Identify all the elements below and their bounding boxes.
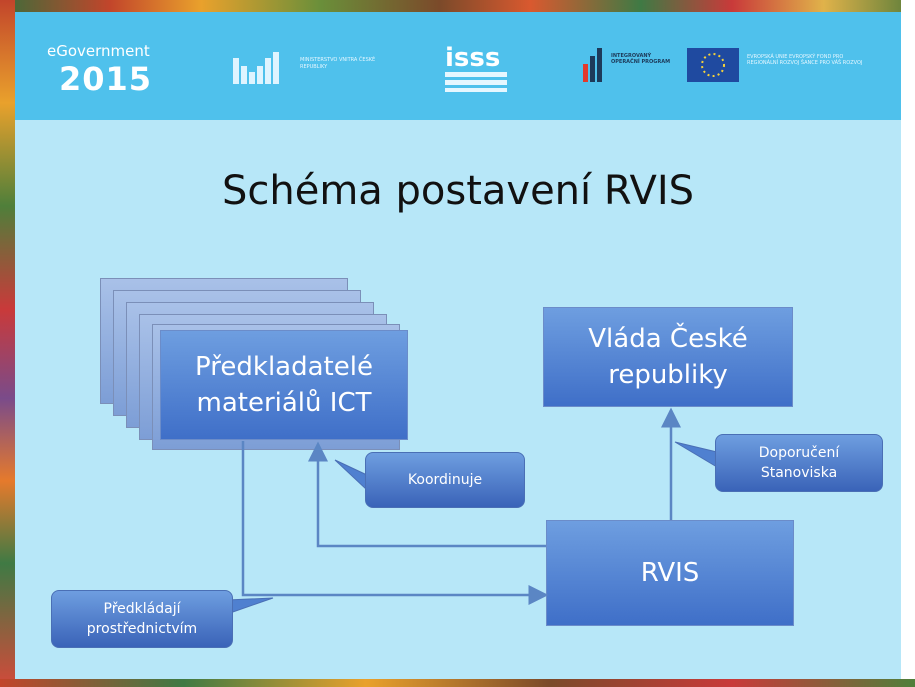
submitters-box: Předkladatelé materiálů ICT — [160, 330, 408, 440]
connector-submitters-to-rvis — [241, 441, 549, 605]
callout-submit-via: Předkládají prostřednictvím — [51, 590, 233, 648]
callout-recommendations: Doporučení Stanoviska — [715, 434, 883, 492]
rvis-box: RVIS — [546, 520, 794, 626]
svg-text:isss: isss — [445, 43, 500, 73]
isss-logo-icon: isss — [445, 43, 507, 92]
iop-logo-icon — [583, 48, 602, 82]
decorative-frame-top — [0, 0, 915, 12]
connector-rvis-to-submitters — [308, 441, 546, 548]
callout-pointer-submit — [226, 597, 274, 615]
callout-coordinates: Koordinuje — [365, 452, 525, 508]
eu-logo-text: EVROPSKÁ UNIE EVROPSKÝ FOND PRO REGIONÁL… — [747, 54, 863, 66]
egov-label: eGovernment — [47, 42, 150, 60]
eu-flag-icon — [687, 48, 739, 82]
decorative-frame-bottom — [0, 679, 915, 687]
callout-pointer-recommendations — [674, 441, 718, 468]
slide: eGovernment 2015 MINISTERSTVO VNITRA ČES… — [15, 12, 901, 679]
slide-title: Schéma postavení RVIS — [221, 168, 695, 214]
diagram-connectors — [226, 407, 718, 615]
egov-year: 2015 — [59, 60, 153, 98]
ministry-logo-text: MINISTERSTVO VNITRA ČESKÉ REPUBLIKY — [300, 57, 376, 70]
frame-right — [901, 0, 915, 687]
decorative-frame-left — [0, 0, 15, 687]
isss-logo: isss — [443, 40, 513, 100]
iop-logo-text: INTEGROVANÝ OPERAČNÍ PROGRAM — [611, 53, 671, 65]
ministry-logo-icon — [233, 52, 279, 84]
government-box: Vláda České republiky — [543, 307, 793, 407]
callout-pointer-coordinates — [334, 459, 368, 492]
slide-header: eGovernment 2015 MINISTERSTVO VNITRA ČES… — [15, 12, 901, 120]
